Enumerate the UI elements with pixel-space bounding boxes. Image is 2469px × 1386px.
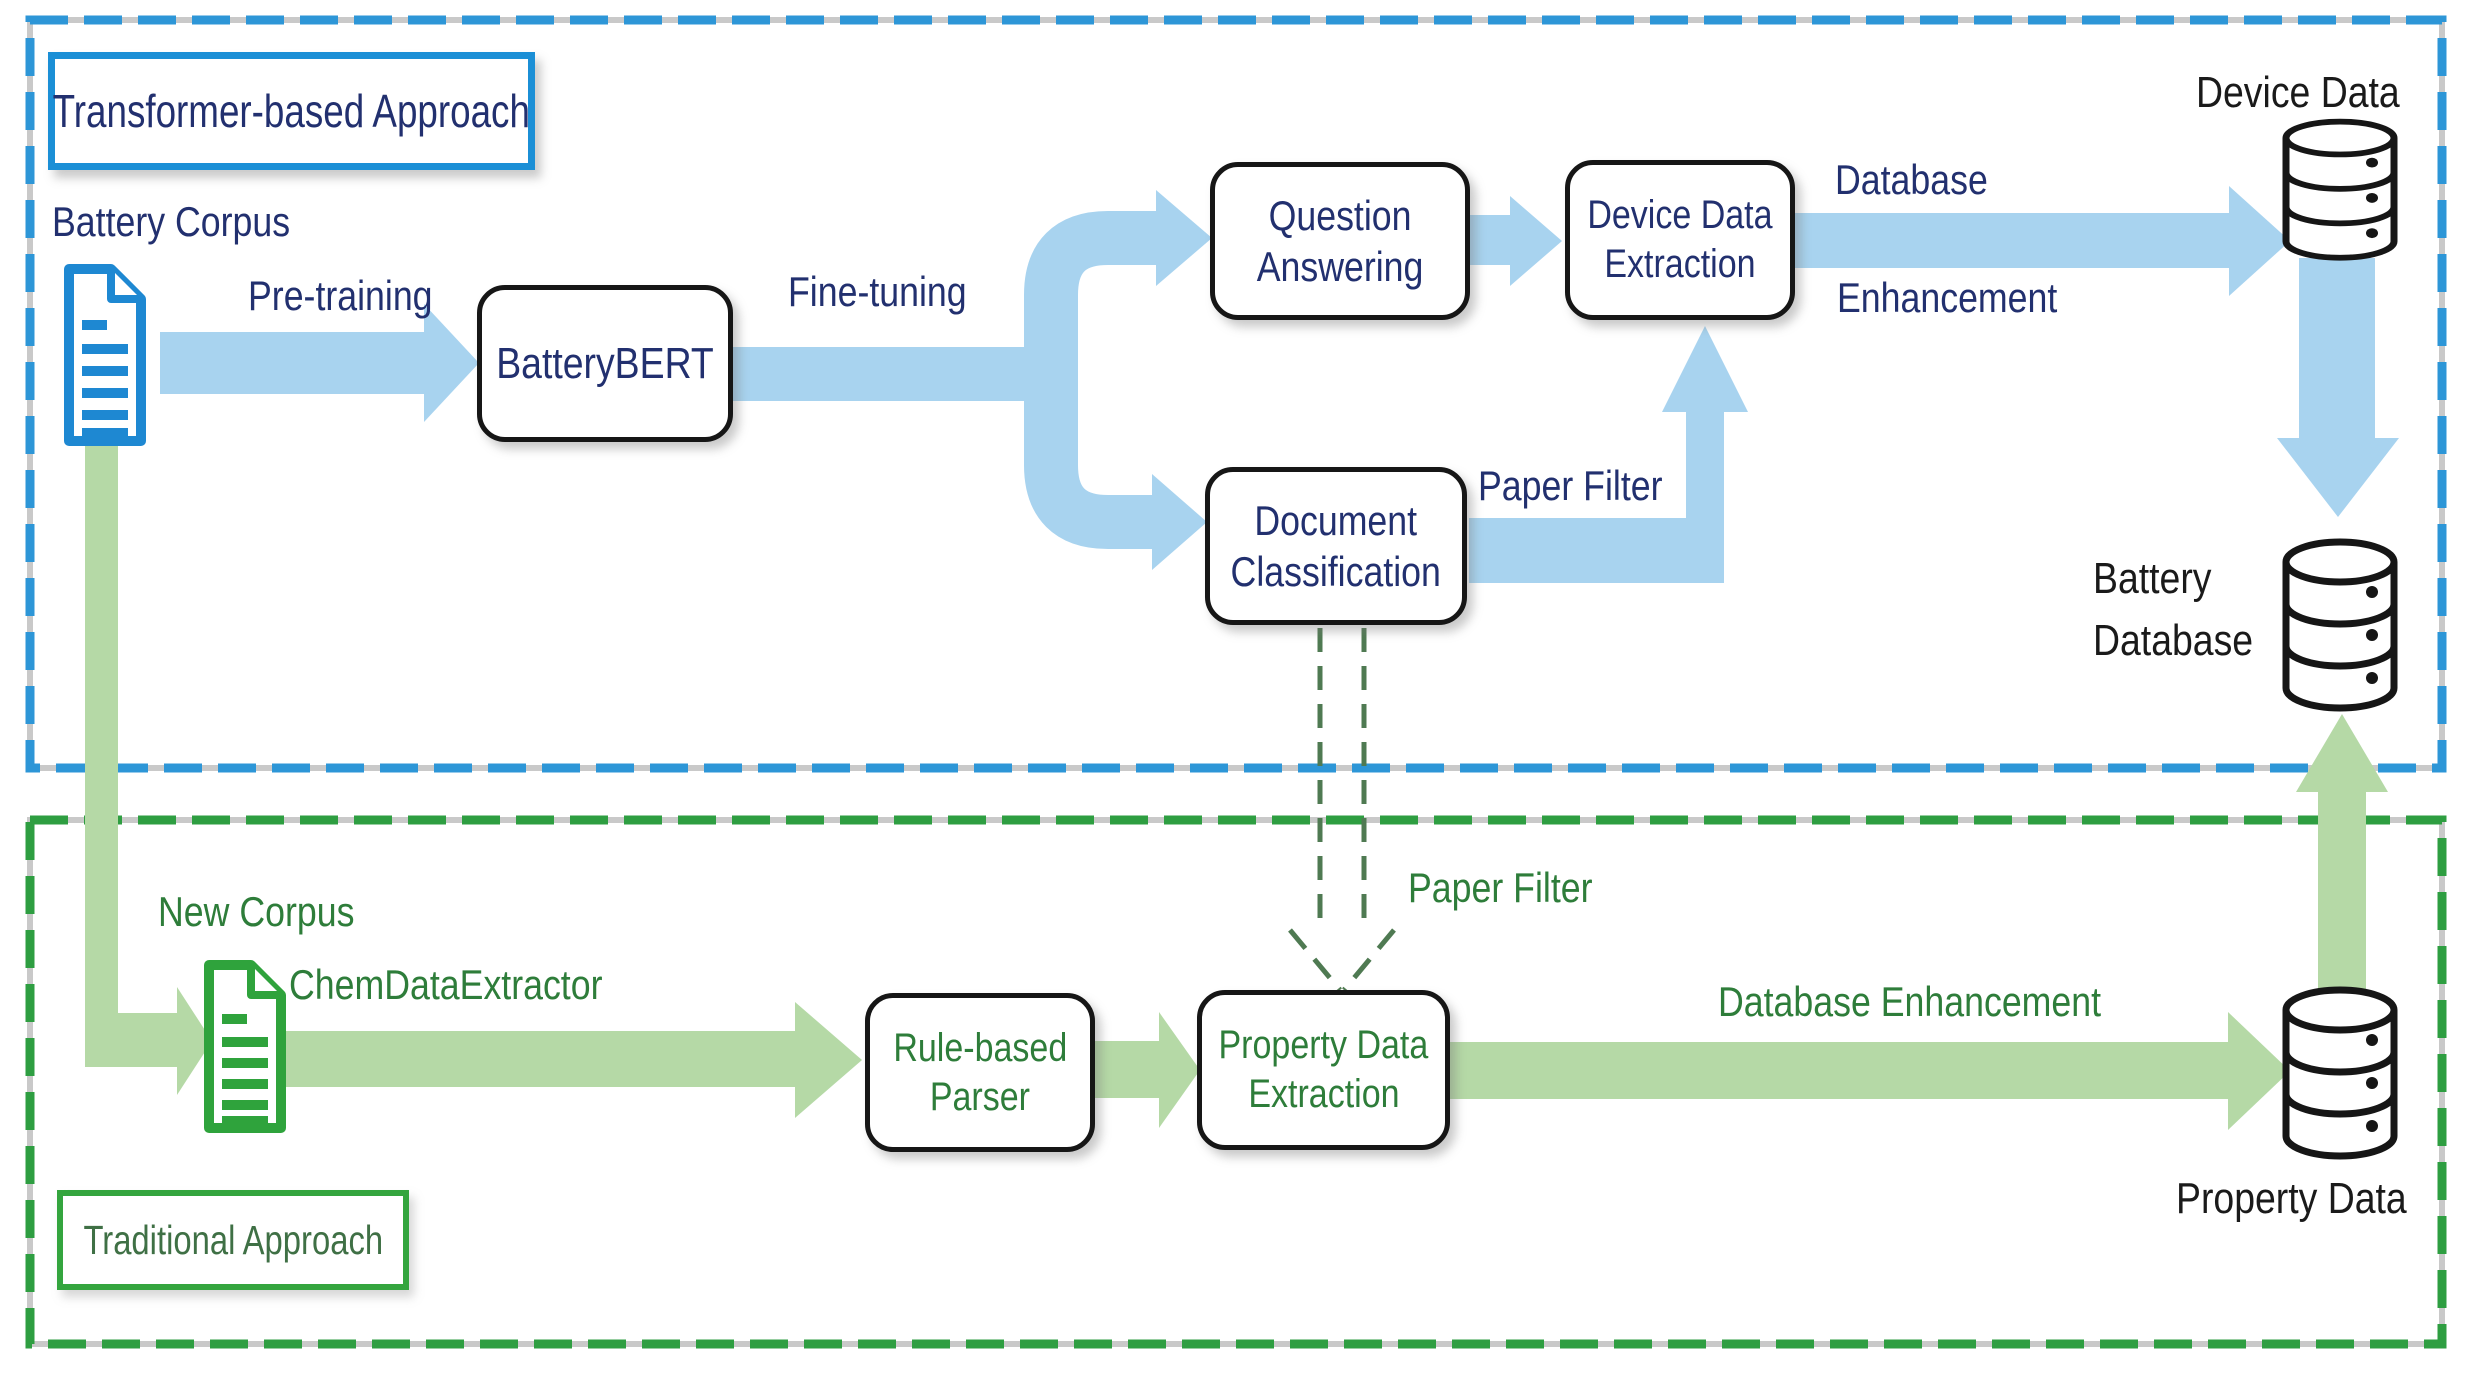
property-data-database-icon <box>2286 990 2394 1156</box>
property-data-label: Property Data <box>2176 1174 2447 1224</box>
battery-corpus-document-icon <box>64 264 146 446</box>
database-enhancement-label-text: Database Enhancement <box>1718 978 2102 1025</box>
node-rbp-line2: Parser <box>929 1074 1031 1119</box>
battery-database-label-line2: Database <box>2093 616 2254 666</box>
node-rule-based-parser: Rule-based Parser <box>865 993 1095 1152</box>
node-dde-line2: Extraction <box>1604 242 1756 286</box>
traditional-region-border <box>25 815 2447 1349</box>
node-batterybert-label: BatteryBERT <box>496 338 714 388</box>
battery-corpus-to-new-corpus-arrow <box>85 424 212 1095</box>
enhancement-label-top: Enhancement <box>1837 274 2096 322</box>
node-rbp-line1: Rule-based <box>893 1025 1067 1070</box>
battery-corpus-label-text: Battery Corpus <box>52 198 291 245</box>
pre-training-arrow <box>160 304 479 422</box>
traditional-approach-title-text: Traditional Approach <box>83 1216 383 1263</box>
new-corpus-document-icon <box>204 960 286 1133</box>
paper-filter-label-green: Paper Filter <box>1408 864 1625 912</box>
battery-database-label: Battery Database <box>2093 548 2281 673</box>
pre-training-label: Pre-training <box>248 272 465 320</box>
qa-to-dde-arrow <box>1470 196 1562 286</box>
device-data-database-icon <box>2286 122 2394 258</box>
paper-filter-label-blue: Paper Filter <box>1478 462 1695 510</box>
node-pde-line2: Extraction <box>1247 1072 1400 1116</box>
transformer-approach-title-text: Transformer-based Approach <box>52 85 531 137</box>
property-data-up-arrow <box>2296 714 2388 990</box>
device-data-label: Device Data <box>2196 68 2436 118</box>
node-document-classification: Document Classification <box>1205 467 1467 625</box>
new-corpus-label-text: New Corpus <box>158 888 355 935</box>
paper-filter-label-blue-text: Paper Filter <box>1478 462 1663 509</box>
transformer-approach-title: Transformer-based Approach <box>48 52 535 170</box>
node-qa-line1: Question <box>1268 191 1412 239</box>
node-batterybert: BatteryBERT <box>477 285 733 442</box>
chemdataextractor-label: ChemDataExtractor <box>289 961 658 1009</box>
fine-tuning-label: Fine-tuning <box>788 268 998 316</box>
paper-filter-dashed-arrow <box>1288 628 1396 992</box>
database-enhancement-label: Database Enhancement <box>1718 978 2169 1026</box>
node-property-data-extraction: Property Data Extraction <box>1197 990 1450 1150</box>
battery-database-label-line1: Battery <box>2093 554 2212 603</box>
fine-tuning-label-text: Fine-tuning <box>788 268 967 315</box>
node-qa-line2: Answering <box>1256 243 1424 290</box>
database-enhancement-arrow-top <box>1795 186 2290 296</box>
node-dc-line1: Document <box>1254 496 1418 544</box>
database-label-top: Database <box>1835 156 2015 204</box>
node-device-data-extraction: Device Data Extraction <box>1565 160 1795 320</box>
traditional-approach-title: Traditional Approach <box>57 1190 409 1290</box>
enhancement-label-top-text: Enhancement <box>1837 274 2058 321</box>
node-pde-line1: Property Data <box>1218 1023 1429 1068</box>
battery-corpus-label: Battery Corpus <box>52 198 332 246</box>
property-data-label-text: Property Data <box>2176 1174 2407 1223</box>
node-question-answering: Question Answering <box>1210 162 1470 320</box>
device-data-down-arrow <box>2277 258 2399 517</box>
chemdataextractor-arrow <box>283 1002 862 1118</box>
chemdataextractor-label-text: ChemDataExtractor <box>289 961 603 1008</box>
fine-tuning-fork-arrow <box>733 190 1212 570</box>
paper-filter-label-green-text: Paper Filter <box>1408 864 1593 911</box>
device-data-label-text: Device Data <box>2196 68 2400 117</box>
pre-training-label-text: Pre-training <box>248 272 433 319</box>
paper-filter-arrow-blue <box>1469 326 1748 583</box>
node-dde-line1: Device Data <box>1587 193 1773 238</box>
new-corpus-label: New Corpus <box>158 888 389 936</box>
database-label-top-text: Database <box>1835 156 1988 203</box>
database-enhancement-arrow-bottom <box>1450 1012 2290 1130</box>
rbp-to-pde-arrow <box>1095 1012 1200 1128</box>
transformer-region-border <box>25 15 2447 773</box>
battery-database-icon <box>2286 542 2394 708</box>
node-dc-line2: Classification <box>1230 548 1442 595</box>
